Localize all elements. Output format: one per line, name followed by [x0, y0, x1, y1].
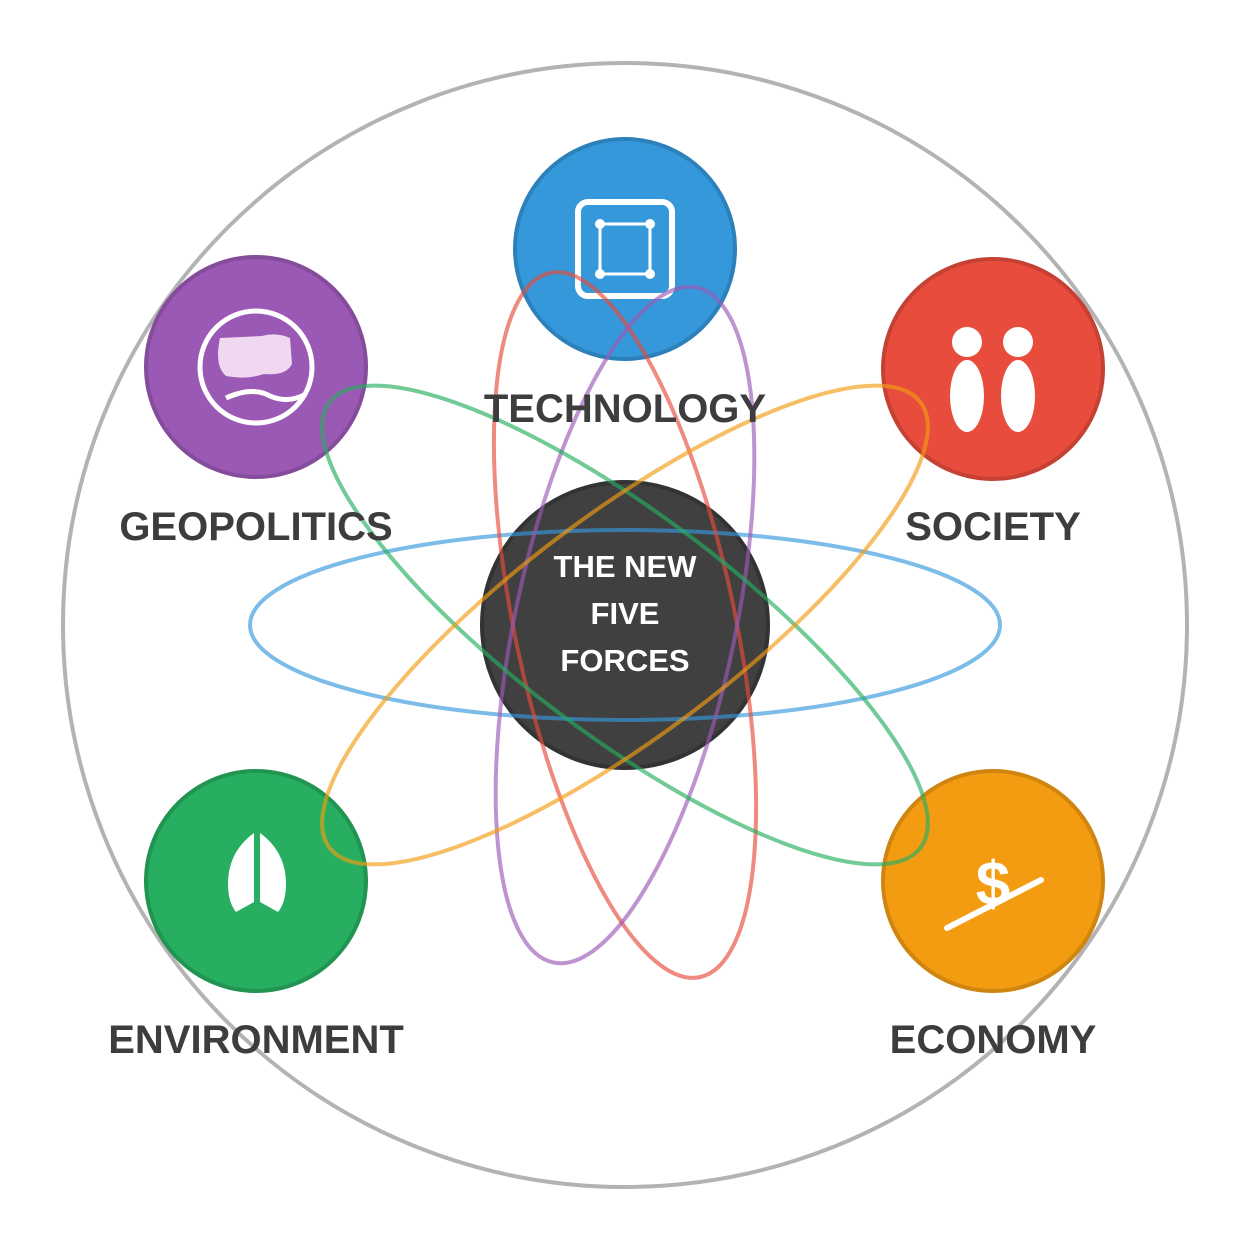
- environment-label: ENVIRONMENT: [108, 1018, 404, 1062]
- force-environment: [144, 769, 368, 993]
- orbit-red: [491, 270, 759, 980]
- globe-map-icon: [197, 308, 315, 426]
- force-economy: $: [881, 769, 1105, 993]
- technology-circle: [513, 137, 737, 361]
- center-title-line-1: THE NEW: [554, 549, 698, 584]
- leaf-icon: [228, 833, 286, 912]
- geopolitics-label: GEOPOLITICS: [119, 505, 392, 549]
- economy-label: ECONOMY: [890, 1018, 1097, 1062]
- orbit-blue: [248, 528, 1002, 722]
- society-label: SOCIETY: [905, 505, 1081, 549]
- outer-ring: [61, 61, 1189, 1189]
- economy-circle: [881, 769, 1105, 993]
- orbit-orange: [320, 383, 930, 867]
- force-geopolitics: [144, 255, 368, 479]
- center-hub: THE NEW FIVE FORCES: [480, 480, 770, 770]
- orbit-purple: [493, 284, 757, 966]
- force-society: [881, 257, 1105, 481]
- environment-circle: [144, 769, 368, 993]
- force-technology: [513, 137, 737, 361]
- orbit-green: [320, 383, 930, 867]
- dollar-seesaw-icon: $: [944, 850, 1044, 931]
- society-circle: [881, 257, 1105, 481]
- network-square-icon: [575, 199, 675, 299]
- two-people-icon: [950, 327, 1035, 432]
- orbits: [248, 270, 1002, 980]
- center-title-line-3: FORCES: [560, 643, 689, 678]
- technology-label: TECHNOLOGY: [484, 387, 767, 431]
- center-circle: [480, 480, 770, 770]
- center-title-line-2: FIVE: [591, 596, 660, 631]
